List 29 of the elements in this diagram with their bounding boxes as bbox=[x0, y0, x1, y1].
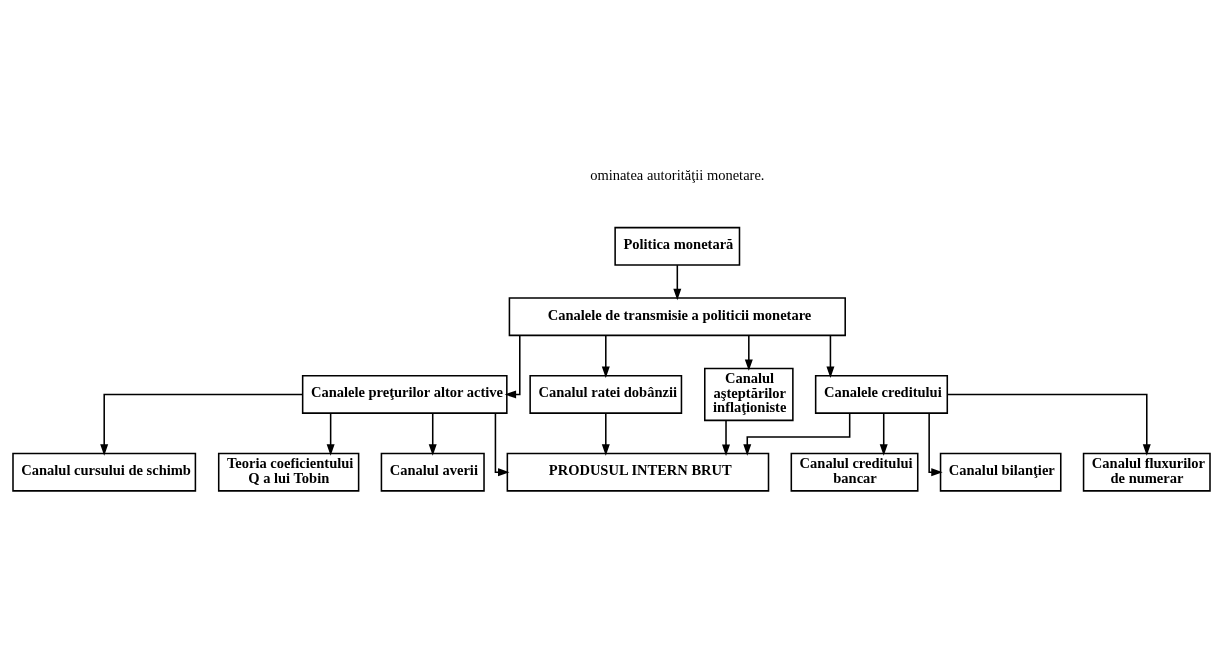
arrow bbox=[722, 420, 730, 456]
arrow bbox=[428, 412, 437, 456]
arrow bbox=[601, 412, 610, 456]
node-box: Canalul averii bbox=[380, 452, 485, 492]
arrow bbox=[743, 412, 851, 456]
arrow bbox=[744, 334, 753, 371]
node-box: Canalul aşteptărilor inflaţioniste bbox=[704, 367, 794, 422]
arrow bbox=[494, 412, 510, 477]
node-box: Canalele de transmisie a politicii monetare bbox=[508, 297, 846, 337]
node-box: Politica monetară bbox=[614, 226, 741, 266]
arrow bbox=[673, 264, 682, 301]
node-box: PRODUSUL INTERN BRUT bbox=[506, 452, 770, 492]
label: ominatea autorităţii monetare. bbox=[590, 166, 765, 183]
arrow bbox=[928, 412, 943, 477]
arrow bbox=[946, 393, 1151, 456]
arrow bbox=[826, 334, 835, 378]
arrow bbox=[504, 334, 521, 399]
node-box: Canalele preţurilor altor active bbox=[301, 375, 508, 414]
node-box: Canalul fluxurilor de numerar bbox=[1082, 452, 1211, 492]
arrow bbox=[326, 412, 335, 456]
node-box: Teoria coeficientului Q a lui Tobin bbox=[217, 452, 360, 492]
node-box: Canalul ratei dobânzii bbox=[529, 375, 683, 414]
arrow bbox=[601, 334, 610, 378]
node-box: Canalul cursului de schimb bbox=[12, 452, 197, 492]
arrow bbox=[879, 412, 888, 456]
arrow bbox=[100, 393, 304, 456]
node-box: Canalul bilanţier bbox=[939, 452, 1062, 492]
node-box: Canalele creditului bbox=[814, 375, 949, 414]
node-box: Canalul creditului bancar bbox=[790, 452, 919, 492]
